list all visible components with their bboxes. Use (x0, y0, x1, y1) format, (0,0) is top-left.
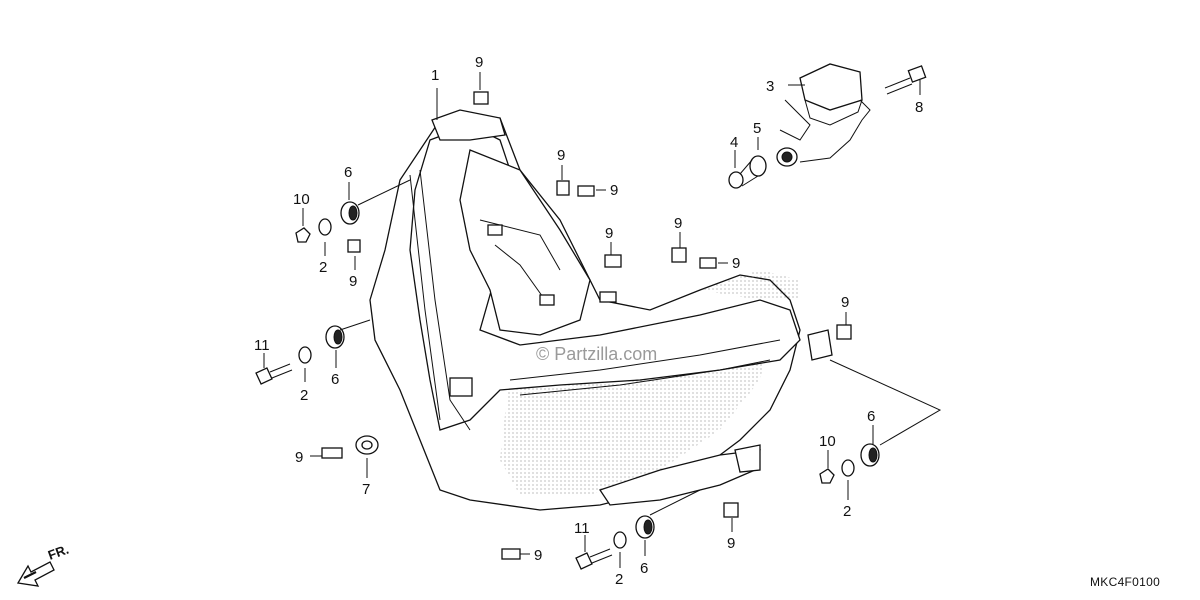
clip-9-right (836, 324, 852, 340)
callout-9: 9 (475, 54, 483, 71)
collar-2-a (318, 218, 332, 236)
clip-9-top (473, 91, 489, 105)
callout-9: 9 (295, 449, 303, 466)
callout-2: 2 (319, 259, 327, 276)
bolt-8 (884, 65, 927, 95)
bolt-11-b (575, 548, 613, 570)
callout-10: 10 (819, 433, 836, 450)
callout-9: 9 (727, 535, 735, 552)
callout-6: 6 (331, 371, 339, 388)
callout-9: 9 (610, 182, 618, 199)
callout-2: 2 (843, 503, 851, 520)
callout-10: 10 (293, 191, 310, 208)
grommet-6-right (860, 443, 880, 467)
grommet-6-bottom (635, 515, 655, 539)
front-arrow-label: FR. (46, 542, 71, 563)
callout-6: 6 (867, 408, 875, 425)
module-3 (799, 63, 871, 163)
clip-9-bottom (501, 548, 521, 560)
clip-9-e (699, 257, 717, 269)
callout-2: 2 (300, 387, 308, 404)
collar-2-d (613, 531, 627, 549)
nut-10-b (819, 468, 835, 484)
cap-4 (728, 155, 767, 189)
grommet-7 (355, 435, 379, 455)
callout-9: 9 (605, 225, 613, 242)
watermark: © Partzilla.com (536, 344, 657, 364)
callout-6: 6 (640, 560, 648, 577)
callout-8: 8 (915, 99, 923, 116)
grommet-6-left-lower (325, 325, 345, 349)
clip-9-d (671, 247, 687, 263)
clip-9-left (347, 239, 361, 253)
clip-9-lower-left (321, 447, 343, 459)
callout-7: 7 (362, 481, 370, 498)
callout-11: 11 (254, 337, 270, 354)
callout-6: 6 (344, 164, 352, 181)
clip-9-lower-right (723, 502, 739, 518)
front-direction-arrow: FR. (16, 542, 71, 587)
callout-9: 9 (732, 255, 740, 272)
bolt-11-a (255, 363, 293, 385)
socket-5 (776, 147, 798, 167)
leader-lines (263, 72, 942, 568)
diagram-code: MKC4F0100 (1090, 575, 1160, 589)
callout-4: 4 (730, 134, 738, 151)
callout-9: 9 (349, 273, 357, 290)
callout-5: 5 (753, 120, 761, 137)
callout-11: 11 (574, 520, 590, 537)
collar-2-b (298, 346, 312, 364)
callout-numbers: 1 2 2 2 2 3 4 5 6 6 6 6 7 8 9 9 9 9 9 9 … (254, 54, 923, 588)
callout-3: 3 (766, 78, 774, 95)
grommet-6-left-upper (340, 201, 360, 225)
callout-9: 9 (557, 147, 565, 164)
callout-2: 2 (615, 571, 623, 588)
collar-2-c (841, 459, 855, 477)
clip-9-a (556, 180, 570, 196)
clip-9-c (604, 254, 622, 268)
callout-9: 9 (534, 547, 542, 564)
callout-9: 9 (841, 294, 849, 311)
headlight-assembly (369, 109, 833, 511)
nut-10-a (295, 227, 311, 243)
callout-9: 9 (674, 215, 682, 232)
clip-9-b (577, 185, 595, 197)
callout-1: 1 (431, 67, 439, 84)
